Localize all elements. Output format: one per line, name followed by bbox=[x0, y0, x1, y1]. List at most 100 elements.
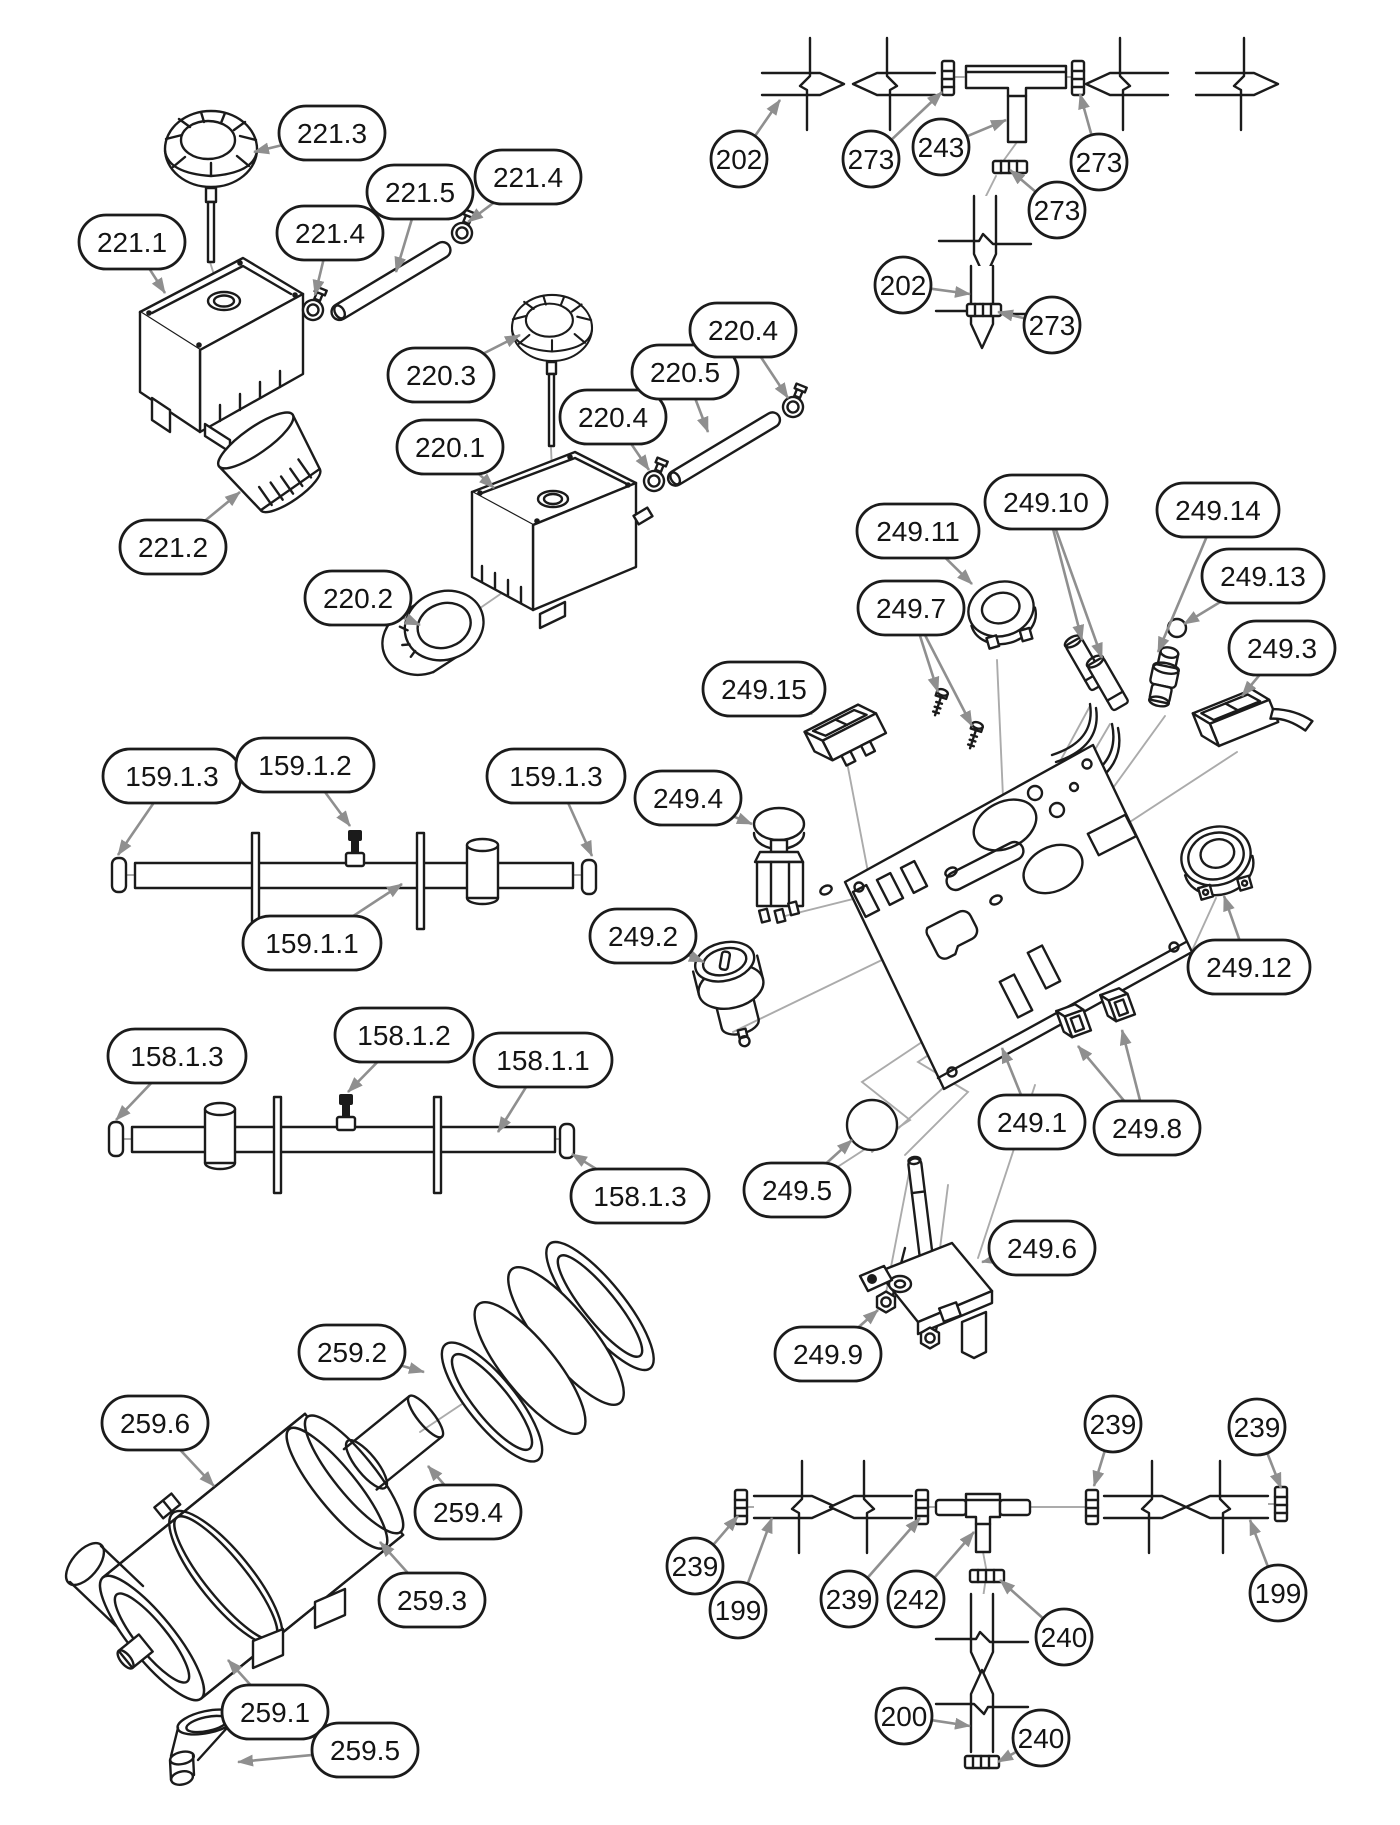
callout-bubble bbox=[665, 1536, 725, 1596]
callout-label: 249.13 bbox=[1220, 561, 1306, 592]
callout-label: 200 bbox=[881, 1701, 928, 1732]
leader-arrow bbox=[116, 801, 156, 856]
callout-221.1: 221.1 bbox=[77, 213, 187, 294]
callout-199: 199 bbox=[1248, 1519, 1308, 1623]
callout-bubble bbox=[1227, 1397, 1287, 1457]
tank-220-1 bbox=[470, 450, 654, 630]
leader-arrow bbox=[346, 882, 403, 921]
callout-bubble bbox=[277, 104, 387, 162]
hose-break-right bbox=[1102, 1459, 1188, 1555]
callout-249.10: 249.10 bbox=[983, 473, 1109, 659]
hose-stub-left bbox=[934, 1498, 968, 1517]
callout-249.14: 249.14 bbox=[1155, 481, 1281, 653]
callout-202: 202 bbox=[873, 255, 971, 315]
callout-bubble bbox=[558, 388, 668, 446]
callout-259.2: 259.2 bbox=[297, 1323, 425, 1381]
end-cap-159-1-3-left bbox=[110, 856, 128, 894]
hose-break-202a2 bbox=[851, 36, 937, 132]
callout-bubble bbox=[977, 1093, 1087, 1151]
callout-259.1: 259.1 bbox=[220, 1659, 330, 1741]
callout-label: 220.1 bbox=[415, 432, 485, 463]
callout-label: 158.1.2 bbox=[357, 1020, 450, 1051]
callout-label: 158.1.1 bbox=[496, 1045, 589, 1076]
tank-assembly-220 bbox=[381, 293, 813, 676]
callout-239: 239 bbox=[665, 1515, 739, 1596]
leader-arrow bbox=[237, 1753, 314, 1767]
leader-arrow bbox=[1266, 1452, 1283, 1489]
callout-label: 220.3 bbox=[406, 360, 476, 391]
hose-break-202a bbox=[760, 36, 846, 132]
hose-break-199a bbox=[752, 1459, 838, 1555]
callout-221.4: 221.4 bbox=[467, 148, 583, 224]
callout-bubble bbox=[297, 1323, 407, 1381]
leader-arrow bbox=[930, 286, 971, 298]
callout-bubble bbox=[1027, 180, 1087, 240]
leader-arrow bbox=[1051, 528, 1085, 641]
callout-label: 221.4 bbox=[493, 162, 563, 193]
callout-bubble bbox=[987, 1219, 1097, 1277]
leader-arrow bbox=[997, 1749, 1018, 1764]
callout-bubble bbox=[588, 907, 698, 965]
fitting-159-1-2 bbox=[344, 830, 366, 868]
callout-bubble bbox=[100, 1394, 210, 1452]
callout-273: 273 bbox=[1069, 93, 1129, 192]
leader-arrow bbox=[942, 554, 973, 585]
callout-bubble bbox=[1034, 1607, 1094, 1667]
leader-arrow bbox=[227, 1659, 254, 1689]
front-cap bbox=[303, 1414, 405, 1535]
pin-2 bbox=[432, 1095, 443, 1195]
callout-249.9: 249.9 bbox=[773, 1309, 883, 1383]
tank-assembly-221 bbox=[138, 109, 482, 514]
callout-158.1.3: 158.1.3 bbox=[569, 1152, 711, 1225]
callout-bubble bbox=[855, 502, 981, 560]
sleeve-159-1 bbox=[465, 837, 500, 906]
callout-bubble bbox=[708, 1580, 768, 1640]
leader-arrow bbox=[923, 633, 974, 727]
callout-bubble bbox=[77, 213, 187, 271]
callout-bubble bbox=[1092, 1099, 1202, 1157]
rocker-switch-249-3 bbox=[1191, 688, 1314, 748]
callout-159.1.3: 159.1.3 bbox=[101, 747, 243, 856]
hose-fittings-top-right bbox=[760, 36, 1280, 350]
leader-arrow bbox=[176, 1446, 215, 1487]
nut-249-9a bbox=[875, 1290, 897, 1314]
callout-bubble bbox=[275, 204, 385, 262]
callout-label: 259.4 bbox=[433, 1497, 503, 1528]
callout-bubble bbox=[856, 579, 966, 637]
leader-arrow bbox=[1241, 672, 1263, 697]
callout-259.6: 259.6 bbox=[100, 1394, 215, 1487]
callout-273: 273 bbox=[841, 91, 943, 189]
callout-bubble bbox=[630, 343, 740, 401]
callout-bubble bbox=[688, 301, 798, 359]
callout-240: 240 bbox=[997, 1708, 1071, 1768]
reservoir-cap-221-3 bbox=[163, 109, 259, 189]
callout-label: 199 bbox=[715, 1595, 762, 1626]
leader-arrow bbox=[312, 259, 325, 296]
callout-249.11: 249.11 bbox=[855, 502, 981, 585]
callout-bubble bbox=[241, 914, 383, 972]
callout-bubble bbox=[742, 1161, 852, 1219]
tee-fitting-243 bbox=[964, 64, 1068, 144]
callout-259.3: 259.3 bbox=[377, 1541, 487, 1629]
callout-label: 159.1.2 bbox=[258, 750, 351, 781]
callout-label: 159.1.1 bbox=[265, 928, 358, 959]
callout-221.3: 221.3 bbox=[253, 104, 387, 162]
hose-break-vert-1 bbox=[937, 194, 1033, 280]
callout-label: 240 bbox=[1018, 1723, 1065, 1754]
callout-label: 220.5 bbox=[650, 357, 720, 388]
hose-break-199b bbox=[1184, 1459, 1270, 1555]
callout-label: 249.12 bbox=[1206, 952, 1292, 983]
leader-arrow bbox=[918, 634, 940, 693]
callout-bubble bbox=[1069, 132, 1129, 192]
inlet-elbow bbox=[64, 1541, 145, 1628]
callout-bubble bbox=[473, 148, 583, 206]
callout-bubble bbox=[234, 736, 376, 794]
sleeve-158-1 bbox=[203, 1101, 237, 1171]
callout-249.3: 249.3 bbox=[1227, 619, 1337, 697]
callout-label: 273 bbox=[1034, 195, 1081, 226]
callout-249.4: 249.4 bbox=[633, 769, 753, 827]
callout-bubble bbox=[1022, 295, 1082, 355]
hose-220-5 bbox=[666, 411, 782, 487]
